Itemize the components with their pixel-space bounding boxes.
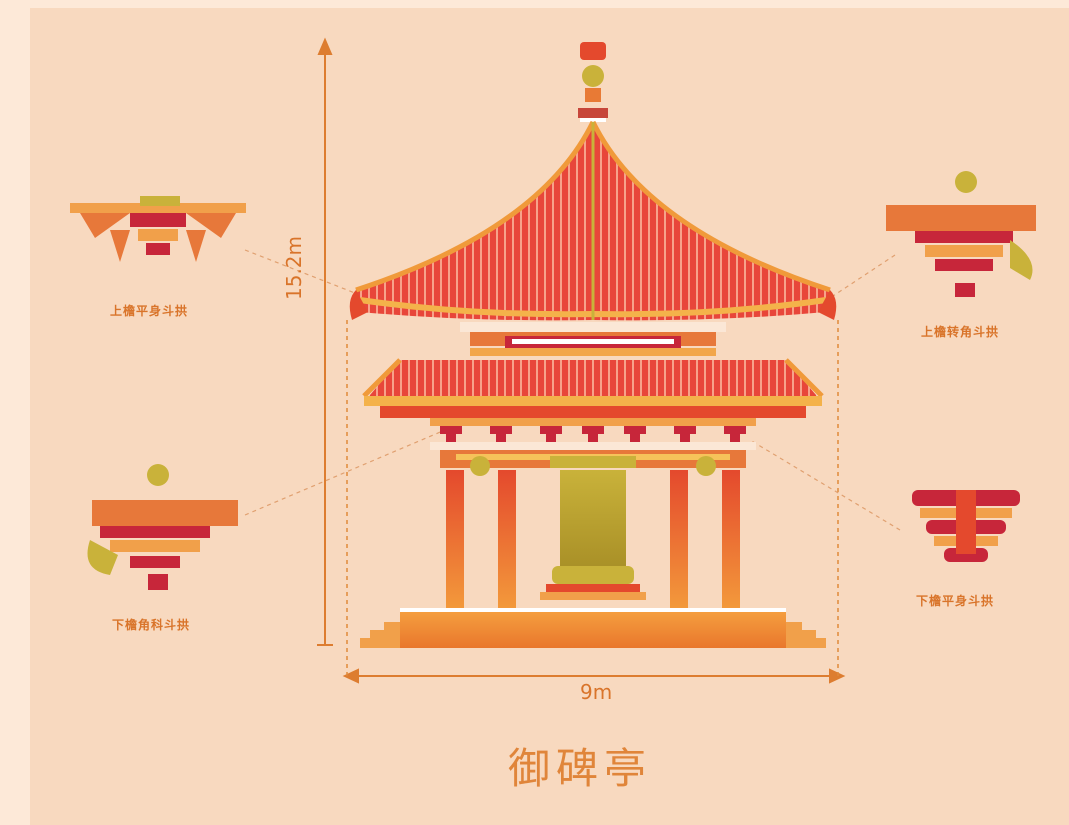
roof-finial	[578, 42, 608, 122]
callout-lower-right-graphic	[912, 490, 1020, 562]
callout-lower-right-label: 下檐平身斗拱	[916, 594, 995, 608]
boundary-dashes	[346, 320, 839, 676]
callout-upper-left-label: 上檐平身斗拱	[110, 304, 189, 318]
lower-bracket-row	[430, 418, 756, 450]
stele	[540, 470, 646, 600]
base-platform	[360, 608, 826, 648]
lower-roof	[362, 358, 824, 418]
width-dimension-line	[342, 668, 846, 684]
width-dimension-label: 9m	[580, 680, 613, 704]
callout-upper-right-label: 上檐转角斗拱	[921, 325, 1000, 339]
upper-roof	[349, 120, 837, 321]
callout-upper-left-graphic	[70, 196, 246, 262]
callout-upper-right-graphic	[886, 171, 1036, 297]
callout-lower-left-graphic	[87, 464, 238, 590]
leader-lines	[244, 249, 901, 531]
upper-eave-band	[460, 322, 726, 356]
height-dimension-label: 15.2m	[282, 235, 306, 300]
columns	[446, 470, 740, 610]
lintel	[440, 450, 746, 476]
height-dimension-line	[317, 37, 333, 646]
callout-lower-left-label: 下檐角科斗拱	[112, 618, 191, 632]
page-title: 御碑亭	[508, 744, 653, 793]
